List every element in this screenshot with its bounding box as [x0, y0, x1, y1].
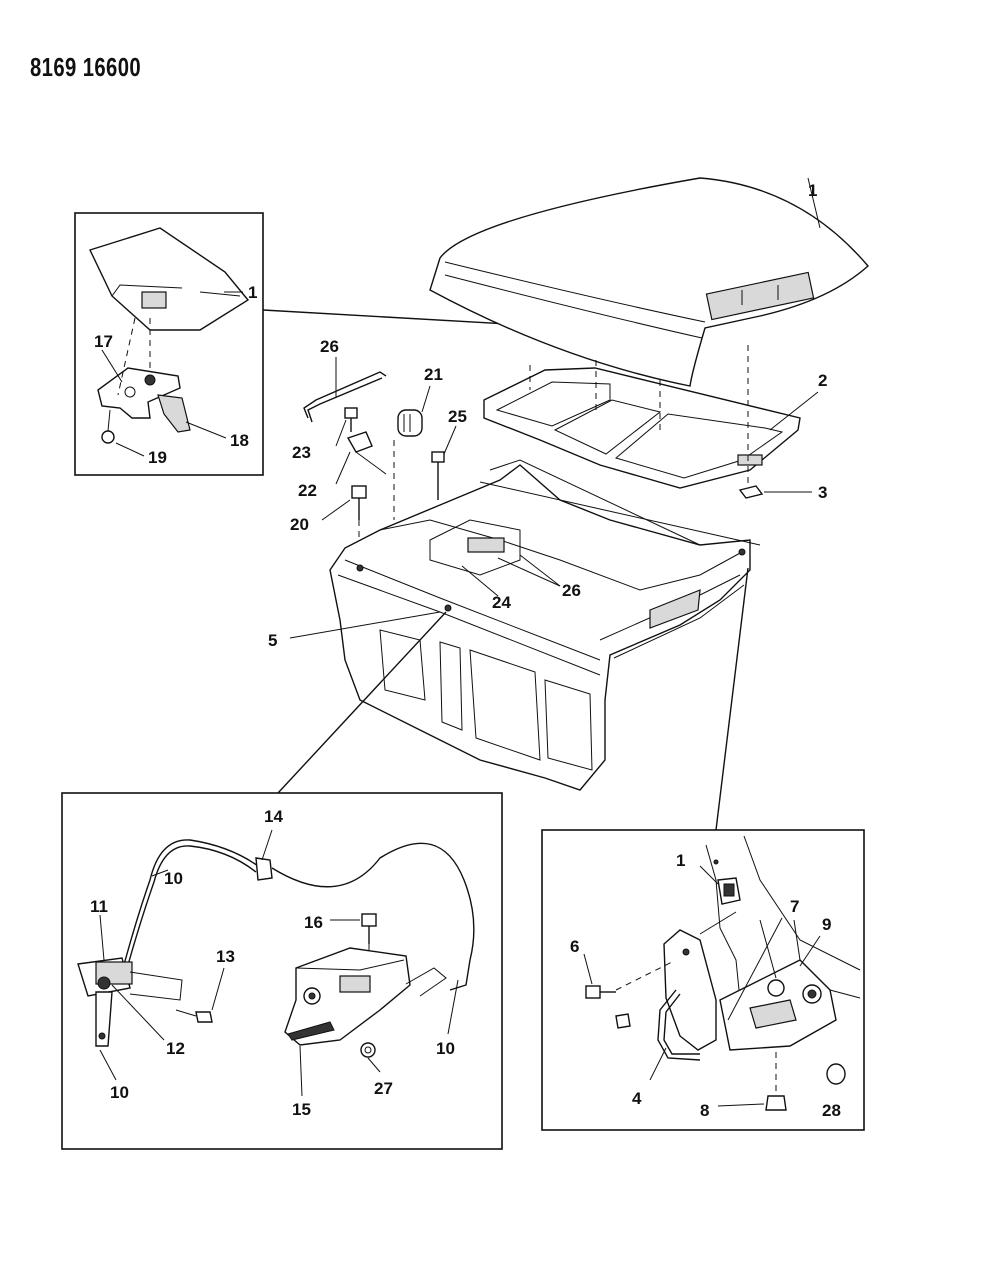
callout-1-hood: 1 — [808, 181, 817, 200]
drawing-number: 8169 16600 — [30, 52, 142, 82]
radiator-support: 24 26 5 — [268, 459, 761, 791]
callout-2: 2 — [818, 371, 827, 390]
callout-9: 9 — [822, 915, 831, 934]
callout-14: 14 — [264, 807, 283, 826]
hood-latch-striker — [705, 271, 815, 321]
callout-12: 12 — [166, 1039, 185, 1058]
handle-bracket — [95, 991, 113, 1047]
hood-insulation-pad: 2 3 — [483, 345, 827, 502]
callout-5: 5 — [268, 631, 277, 650]
inset-latch-frame — [74, 212, 264, 476]
callout-23: 23 — [292, 443, 311, 462]
callout-15: 15 — [292, 1100, 311, 1119]
callout-20: 20 — [290, 515, 309, 534]
inset-hood-latch: 1 17 18 19 — [74, 212, 264, 476]
pad-clip — [738, 485, 764, 499]
callout-10-latch: 10 — [436, 1039, 455, 1058]
support-bracket — [663, 929, 717, 1051]
striker-plate — [141, 291, 167, 309]
latch-lever — [157, 394, 191, 433]
callout-21: 21 — [424, 365, 443, 384]
callout-26-prop-rod: 26 — [320, 337, 339, 356]
callout-28: 28 — [822, 1101, 841, 1120]
latch-spring — [287, 1021, 335, 1041]
callout-13: 13 — [216, 947, 235, 966]
callout-4: 4 — [632, 1089, 642, 1108]
latch-bolt — [101, 430, 115, 444]
callout-10-cable: 10 — [164, 869, 183, 888]
plug-28 — [826, 1063, 846, 1085]
callout-1-hinge: 1 — [676, 851, 685, 870]
bolt-16 — [361, 913, 377, 927]
bumper-8 — [765, 1095, 787, 1111]
callout-18: 18 — [230, 431, 249, 450]
inset-cable-frame — [61, 792, 503, 1150]
callout-16: 16 — [304, 913, 323, 932]
bolt-6 — [585, 985, 601, 999]
latch-assembly — [97, 367, 181, 419]
hood-panel: 1 — [429, 177, 869, 387]
callout-19: 19 — [148, 448, 167, 467]
bolt-20 — [351, 485, 367, 499]
inset-hinge-support: 1 6 7 9 4 8 28 — [541, 829, 865, 1131]
callout-22: 22 — [298, 481, 317, 500]
callout-24: 24 — [492, 593, 511, 612]
screw-13 — [195, 1011, 213, 1023]
callout-26-latch: 26 — [562, 581, 581, 600]
callout-17: 17 — [94, 332, 113, 351]
cable-grommet — [255, 857, 273, 881]
nut-27 — [360, 1042, 376, 1058]
callout-27: 27 — [374, 1079, 393, 1098]
hood-panel-detail — [89, 227, 250, 331]
callout-1-inset-latch: 1 — [248, 283, 257, 302]
callout-6: 6 — [570, 937, 579, 956]
callout-10-bracket: 10 — [110, 1083, 129, 1102]
callout-8: 8 — [700, 1101, 709, 1120]
support-rod — [657, 989, 701, 1061]
prop-rod-group: 26 23 22 21 25 20 — [290, 337, 467, 566]
bolt-23 — [344, 407, 358, 419]
callout-25: 25 — [448, 407, 467, 426]
bolt-25 — [431, 451, 445, 463]
inset-release-cable: 14 10 11 12 10 13 16 15 — [61, 792, 503, 1150]
callout-7: 7 — [790, 897, 799, 916]
hood-prop-rod — [303, 371, 387, 419]
release-cable-front — [121, 839, 259, 973]
hood-latch-15 — [284, 947, 411, 1046]
inset-hinge-frame — [541, 829, 865, 1131]
callout-11: 11 — [90, 897, 108, 916]
callout-3: 3 — [818, 483, 827, 502]
prop-rod-bracket — [346, 431, 373, 453]
